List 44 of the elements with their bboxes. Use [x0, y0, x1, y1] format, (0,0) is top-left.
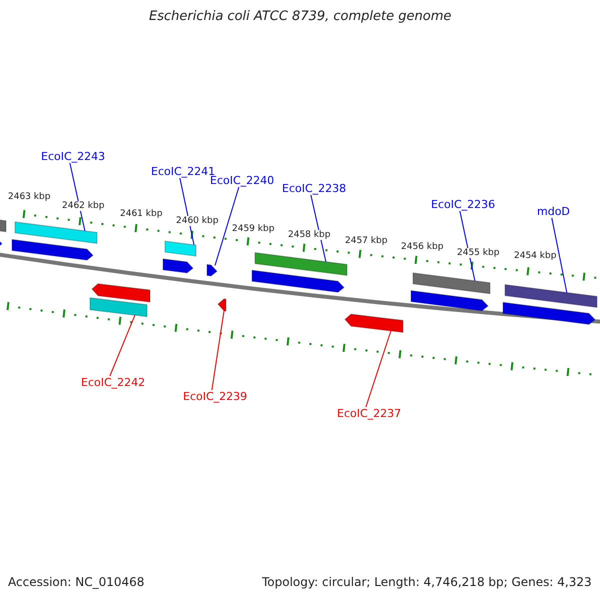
gene-label: EcoIC_2239: [183, 390, 248, 403]
leader-line: [109, 314, 136, 376]
scale-label: 2455 kbp: [457, 248, 500, 258]
gene-label: EcoIC_2243: [41, 150, 106, 163]
gene-label: mdoD: [537, 205, 570, 218]
gene-bar: [164, 240, 196, 257]
leader-line: [214, 186, 240, 266]
scale-label: 2454 kbp: [514, 251, 556, 261]
gene-bar: [412, 272, 490, 294]
gene-label: EcoIC_2242: [81, 376, 146, 389]
gene-block: [206, 264, 218, 277]
gene-block: [502, 302, 596, 325]
genome-info-text: Topology: circular; Length: 4,746,218 bp; Genes: 4,323: [262, 575, 592, 589]
title: Escherichia coli ATCC 8739, complete genome: [149, 9, 452, 24]
gene-bar: [254, 252, 348, 276]
scale-label: 2459 kbp: [232, 224, 274, 234]
gene-block: [91, 283, 150, 303]
gene-label: EcoIC_2236: [431, 198, 496, 211]
leader-line: [69, 162, 86, 232]
gene-bar: [504, 284, 598, 308]
leader-line: [459, 210, 476, 282]
accession-text: Accession: NC_010468: [8, 575, 144, 589]
gene-bar: [0, 218, 6, 232]
gene-label: EcoIC_2238: [282, 182, 346, 195]
scale-label: 2460 kbp: [176, 216, 218, 226]
gene-label: EcoIC_2237: [337, 407, 402, 420]
leader-line: [551, 218, 568, 294]
scale-label: 2458 kbp: [288, 230, 330, 240]
leader-line: [211, 310, 224, 390]
gene-block: [410, 290, 489, 312]
scale-label: 2462 kbp: [62, 201, 104, 211]
leader-line: [310, 194, 326, 262]
gene-block: [12, 238, 94, 261]
gene-bar: [14, 221, 98, 244]
scale-label: 2463 kbp: [8, 192, 50, 202]
scale-label: 2456 kbp: [401, 242, 444, 252]
gene-block: [162, 258, 194, 274]
scale-label: 2461 kbp: [120, 209, 162, 219]
gene-block: [252, 270, 345, 293]
scale-label: 2457 kbp: [345, 236, 388, 246]
gene-block: [344, 314, 404, 333]
gene-bar: [90, 297, 148, 318]
leader-line: [365, 330, 392, 408]
gene-block: [217, 298, 226, 312]
